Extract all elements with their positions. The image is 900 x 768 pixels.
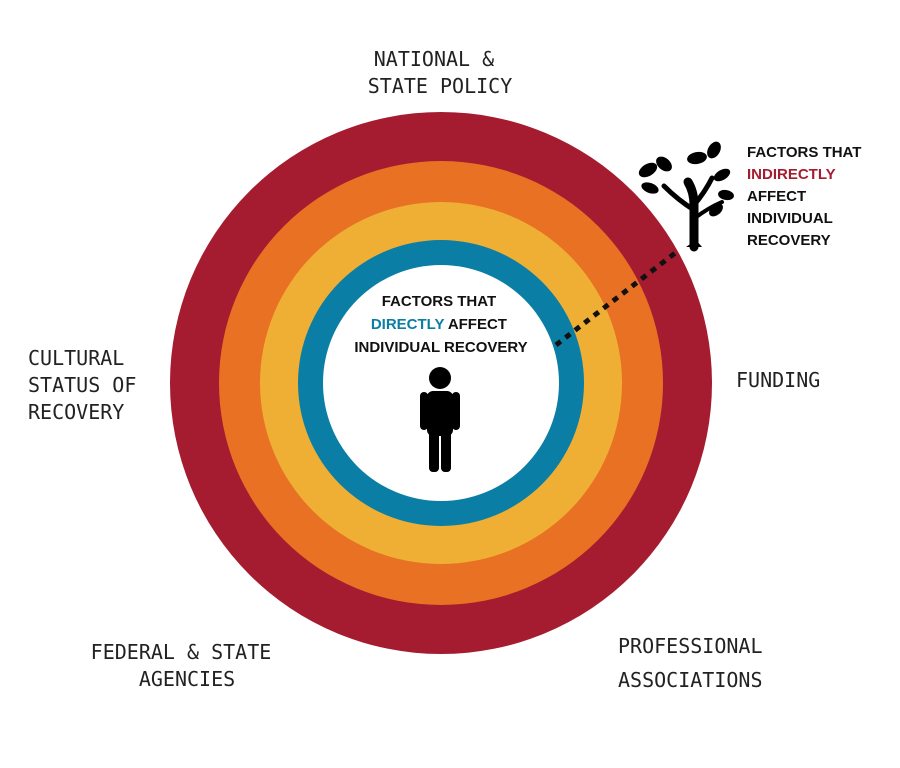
- tree-label-line5: RECOVERY: [747, 232, 831, 249]
- label-line: RECOVERY: [28, 400, 124, 424]
- label-funding: FUNDING: [736, 368, 820, 392]
- tree-label-line4: INDIVIDUAL: [747, 210, 833, 227]
- person-icon: [420, 367, 460, 472]
- label-line: PROFESSIONAL: [618, 634, 763, 658]
- label-line: AGENCIES: [139, 667, 235, 691]
- label-national-state-policy: NATIONAL & STATE POLICY: [368, 47, 513, 98]
- indirectly-highlight: INDIRECTLY: [747, 166, 836, 183]
- directly-highlight: DIRECTLY: [371, 316, 445, 333]
- label-line: STATE POLICY: [368, 74, 513, 98]
- label-line: FUNDING: [736, 368, 820, 392]
- label-federal-state-agencies: FEDERAL & STATE AGENCIES: [91, 640, 284, 691]
- inner-label-line2-rest: AFFECT: [444, 316, 507, 333]
- tree-label-line3: AFFECT: [747, 188, 806, 205]
- inner-label-line3: INDIVIDUAL RECOVERY: [354, 339, 527, 356]
- tree-label: FACTORS THAT INDIRECTLY AFFECT INDIVIDUA…: [747, 144, 866, 249]
- label-line: ASSOCIATIONS: [618, 668, 763, 692]
- label-line: STATUS OF: [28, 373, 136, 397]
- label-cultural-status: CULTURAL STATUS OF RECOVERY: [28, 346, 148, 424]
- label-professional-associations: PROFESSIONAL ASSOCIATIONS: [618, 634, 775, 692]
- tree-label-line1: FACTORS THAT: [747, 144, 861, 161]
- dotted-connector: [554, 248, 681, 347]
- inner-label: FACTORS THAT DIRECTLY AFFECT INDIVIDUAL …: [354, 293, 527, 356]
- label-line: CULTURAL: [28, 346, 124, 370]
- label-line: NATIONAL &: [374, 47, 494, 71]
- label-line: FEDERAL & STATE: [91, 640, 272, 664]
- tree-icon: [638, 141, 734, 252]
- inner-label-line2: DIRECTLY AFFECT: [371, 316, 507, 333]
- inner-label-line1: FACTORS THAT: [382, 293, 496, 310]
